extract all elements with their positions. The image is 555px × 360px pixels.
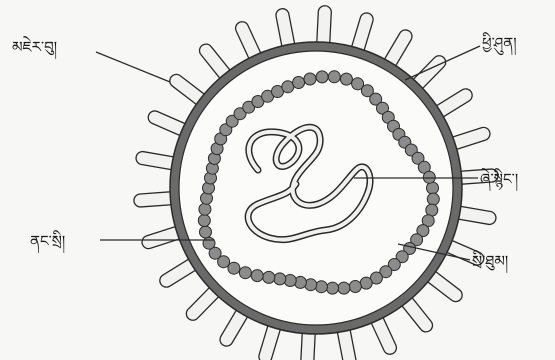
bead	[304, 73, 316, 85]
bead	[203, 237, 215, 249]
spike	[317, 6, 332, 47]
bead	[427, 182, 439, 194]
bead	[263, 271, 275, 283]
label-granules: སྲི་ཐུམ།	[472, 250, 508, 274]
bead	[198, 215, 210, 227]
bead	[338, 282, 350, 294]
bead	[228, 262, 240, 274]
bead	[423, 171, 435, 183]
bead	[293, 77, 305, 89]
bead	[316, 71, 328, 83]
bead	[427, 193, 439, 205]
bead	[282, 81, 294, 93]
label-genome: ཞེ་སྙིང་།	[480, 168, 518, 192]
spike	[134, 192, 175, 207]
bead	[360, 277, 372, 289]
bead	[328, 71, 340, 83]
spike-leader-line	[96, 52, 170, 82]
bead	[200, 226, 212, 238]
bead	[199, 203, 211, 215]
bead	[251, 270, 263, 282]
label-spike: མཇེར་བུ།	[12, 36, 57, 60]
bead	[349, 281, 361, 293]
bead	[327, 282, 339, 294]
label-envelope: ཕྱི་ཤུན།	[482, 32, 517, 56]
label-membrane: ནང་སྲི།	[30, 230, 65, 254]
envelope-leader-line	[405, 46, 480, 80]
bead	[274, 273, 286, 285]
bead	[239, 267, 251, 279]
bead	[315, 281, 327, 293]
bead	[340, 73, 352, 85]
